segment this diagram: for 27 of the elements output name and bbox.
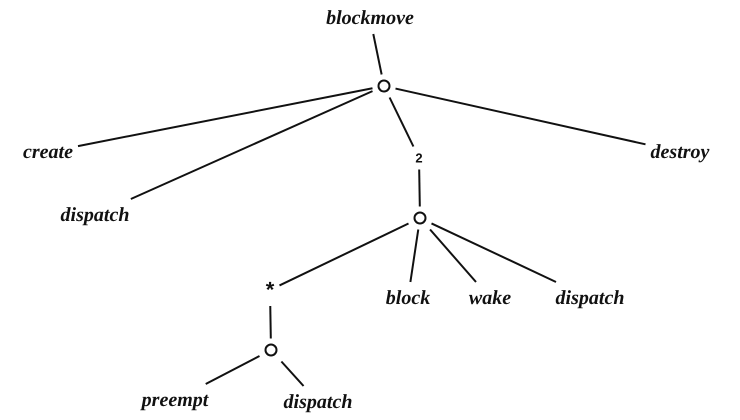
tree-leaf-label: wake bbox=[468, 287, 512, 309]
tree-label: * bbox=[266, 279, 274, 301]
tree-branch-line bbox=[418, 169, 421, 207]
tree-branch-line bbox=[372, 34, 383, 75]
tree-leaf-label: preempt bbox=[142, 389, 208, 411]
tree-leaf-label: dispatch bbox=[60, 204, 130, 226]
tree-leaf-label: destroy bbox=[650, 141, 710, 163]
tree-branch-line bbox=[269, 306, 272, 339]
tree-leaf-label: create bbox=[23, 141, 73, 163]
tree-branch-line bbox=[395, 88, 646, 146]
tree-leaf-label: dispatch bbox=[284, 391, 352, 413]
tree-leaf-label: blockmove bbox=[326, 7, 414, 29]
tree-branch-line bbox=[388, 97, 414, 147]
tree-branch-line bbox=[431, 222, 556, 283]
tree-branch-line bbox=[280, 360, 304, 387]
tree-node-circle bbox=[414, 212, 426, 224]
tree-leaf-label: block bbox=[386, 287, 430, 309]
tree-branch-line bbox=[78, 87, 373, 148]
tree-label: 2 bbox=[415, 152, 423, 164]
tree-branch-line bbox=[205, 355, 260, 385]
tree-node-circle bbox=[378, 80, 390, 92]
tree-node-circle bbox=[264, 344, 278, 356]
tree-branch-line bbox=[279, 222, 409, 286]
tree-branch-line bbox=[130, 90, 373, 200]
tree-leaf-label: dispatch bbox=[556, 287, 624, 309]
tree-branch-line bbox=[429, 228, 477, 283]
tree-branch-line bbox=[409, 229, 420, 282]
